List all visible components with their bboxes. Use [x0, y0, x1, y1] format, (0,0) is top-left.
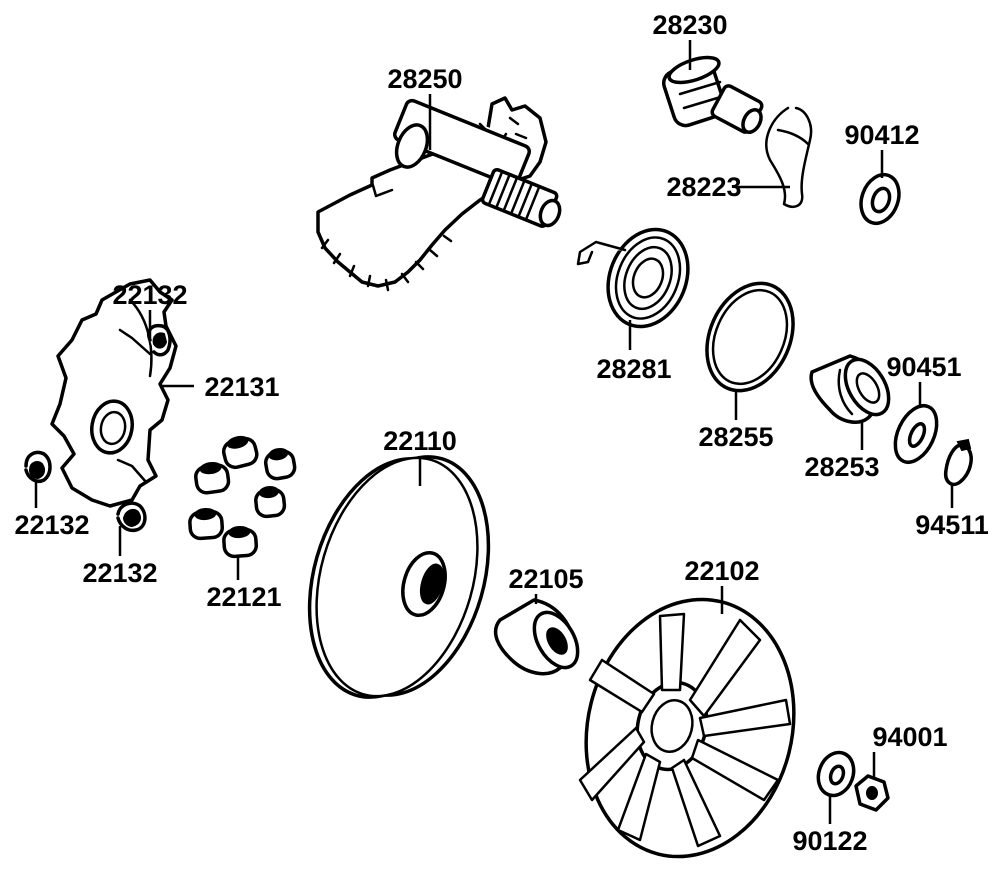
part-collar-bushing — [493, 598, 580, 676]
callout-94001: 94001 — [872, 722, 947, 752]
part-slider-bottom — [116, 501, 147, 533]
part-bushing-28253 — [809, 354, 891, 424]
callout-90451: 90451 — [886, 352, 961, 382]
part-ramp-plate — [50, 278, 178, 508]
callout-22132-top: 22132 — [112, 280, 187, 310]
part-nut — [854, 774, 890, 812]
callout-22132-left: 22132 — [14, 510, 89, 540]
callout-28281: 28281 — [596, 354, 671, 384]
part-circlip — [943, 438, 973, 487]
part-seal-ring — [705, 281, 795, 393]
part-slider-left — [24, 450, 52, 483]
callout-90122: 90122 — [792, 826, 867, 856]
callout-28250: 28250 — [387, 64, 462, 94]
callout-28255: 28255 — [698, 422, 773, 452]
part-kick-spring — [576, 227, 690, 329]
part-clip — [765, 106, 813, 208]
callout-22110: 22110 — [383, 426, 457, 456]
callout-labels: 28230 28250 90412 28223 22132 28281 2213… — [14, 10, 988, 856]
part-starter-driven-gear — [661, 55, 764, 134]
callout-90412: 90412 — [844, 120, 919, 150]
callout-28230: 28230 — [652, 10, 727, 40]
callout-28223: 28223 — [666, 172, 741, 202]
callout-22131: 22131 — [204, 372, 279, 402]
part-kick-starter-shaft-gear — [316, 96, 562, 292]
part-washer-90451 — [893, 404, 939, 464]
callout-94511: 94511 — [915, 510, 989, 540]
callout-22102: 22102 — [684, 556, 759, 586]
callout-22105: 22105 — [508, 564, 583, 594]
part-rollers — [188, 435, 297, 559]
part-fan-drive-face — [578, 597, 796, 859]
part-washer-90412 — [859, 172, 901, 226]
callout-28253: 28253 — [804, 452, 879, 482]
callout-22121: 22121 — [206, 582, 281, 612]
leader-lines — [34, 40, 954, 824]
callout-22132-bottom: 22132 — [82, 558, 157, 588]
part-movable-drive-face — [307, 455, 491, 699]
part-washer-90122 — [816, 750, 856, 798]
